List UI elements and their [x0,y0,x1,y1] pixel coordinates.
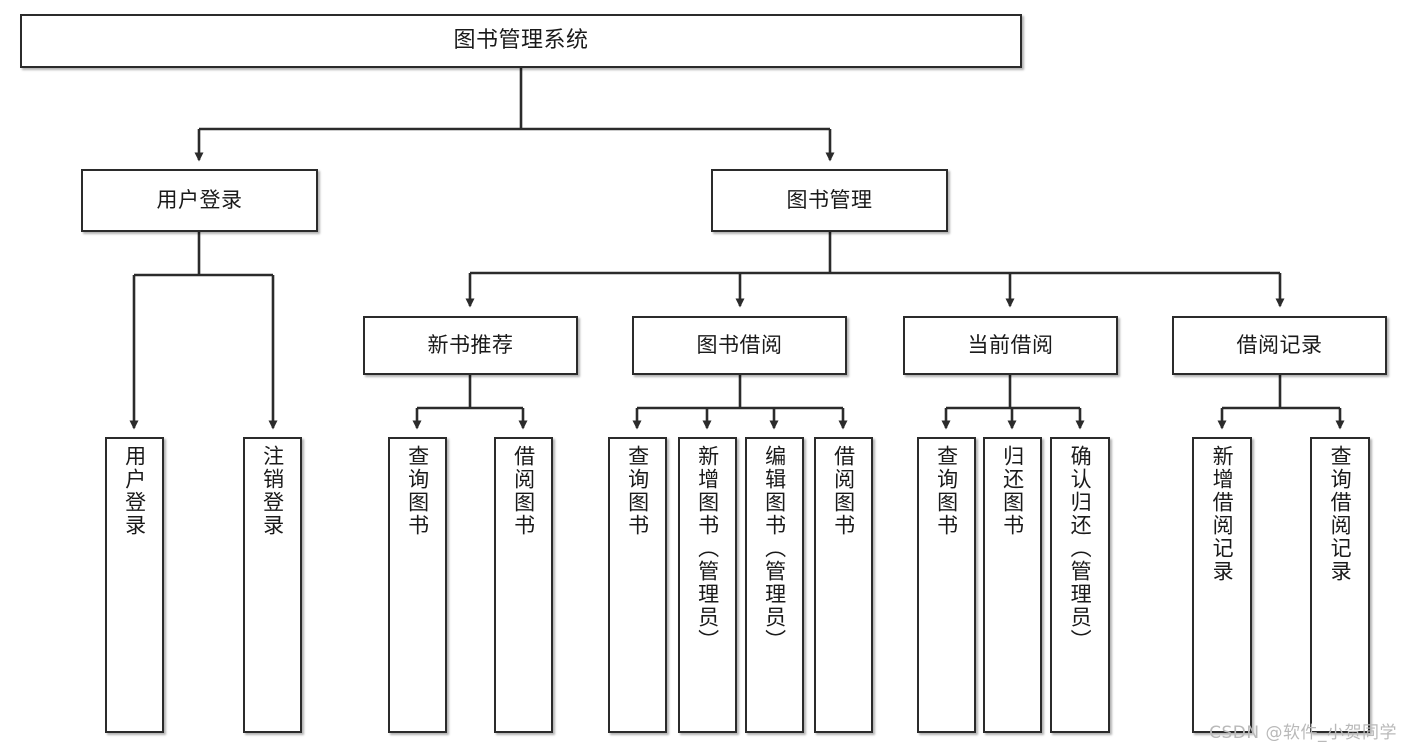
leaf-current-return-book[interactable]: 归还图书 [983,437,1042,733]
leaf-borrow-add-book-admin[interactable]: 新增图书（管理员） [678,437,737,733]
node-label: 确认归还（管理员） [1068,445,1093,652]
node-book-management-system[interactable]: 图书管理系统 [20,14,1022,68]
node-current-borrow[interactable]: 当前借阅 [903,316,1118,375]
leaf-recommend-query-book[interactable]: 查询图书 [388,437,447,733]
node-user-login[interactable]: 用户登录 [81,169,318,232]
leaf-record-add-borrow-record[interactable]: 新增借阅记录 [1192,437,1252,733]
node-label: 借阅图书 [511,445,536,537]
node-new-book-recommend[interactable]: 新书推荐 [363,316,578,375]
node-label: 用户登录 [156,188,243,213]
leaf-borrow-borrow-book[interactable]: 借阅图书 [814,437,873,733]
node-label: 查询图书 [625,445,650,537]
leaf-recommend-borrow-book[interactable]: 借阅图书 [494,437,553,733]
leaf-user-logout[interactable]: 注销登录 [243,437,302,733]
node-borrow-record[interactable]: 借阅记录 [1172,316,1387,375]
node-label: 归还图书 [1000,445,1025,537]
node-label: 图书管理 [786,188,873,213]
node-label: 当前借阅 [967,333,1054,358]
node-label: 注销登录 [260,445,285,537]
leaf-borrow-query-book[interactable]: 查询图书 [608,437,667,733]
node-label: 查询图书 [934,445,959,537]
node-label: 图书借阅 [696,333,783,358]
leaf-current-confirm-return-admin[interactable]: 确认归还（管理员） [1050,437,1110,733]
leaf-current-query-book[interactable]: 查询图书 [917,437,976,733]
node-label: 借阅图书 [831,445,856,537]
node-book-management[interactable]: 图书管理 [711,169,948,232]
node-label: 新书推荐 [427,333,514,358]
node-label: 用户登录 [122,445,147,537]
node-label: 查询图书 [405,445,430,537]
node-label: 查询借阅记录 [1328,445,1353,583]
node-label: 图书管理系统 [453,28,589,54]
node-book-borrow[interactable]: 图书借阅 [632,316,847,375]
node-label: 编辑图书（管理员） [762,445,787,652]
leaf-user-login[interactable]: 用户登录 [105,437,164,733]
node-label: 新增图书（管理员） [695,445,720,652]
node-label: 借阅记录 [1236,333,1323,358]
node-label: 新增借阅记录 [1210,445,1235,583]
leaf-borrow-edit-book-admin[interactable]: 编辑图书（管理员） [745,437,804,733]
csdn-watermark: CSDN @软件_小贺同学 [1209,723,1397,743]
leaf-record-query-borrow-record[interactable]: 查询借阅记录 [1310,437,1370,733]
